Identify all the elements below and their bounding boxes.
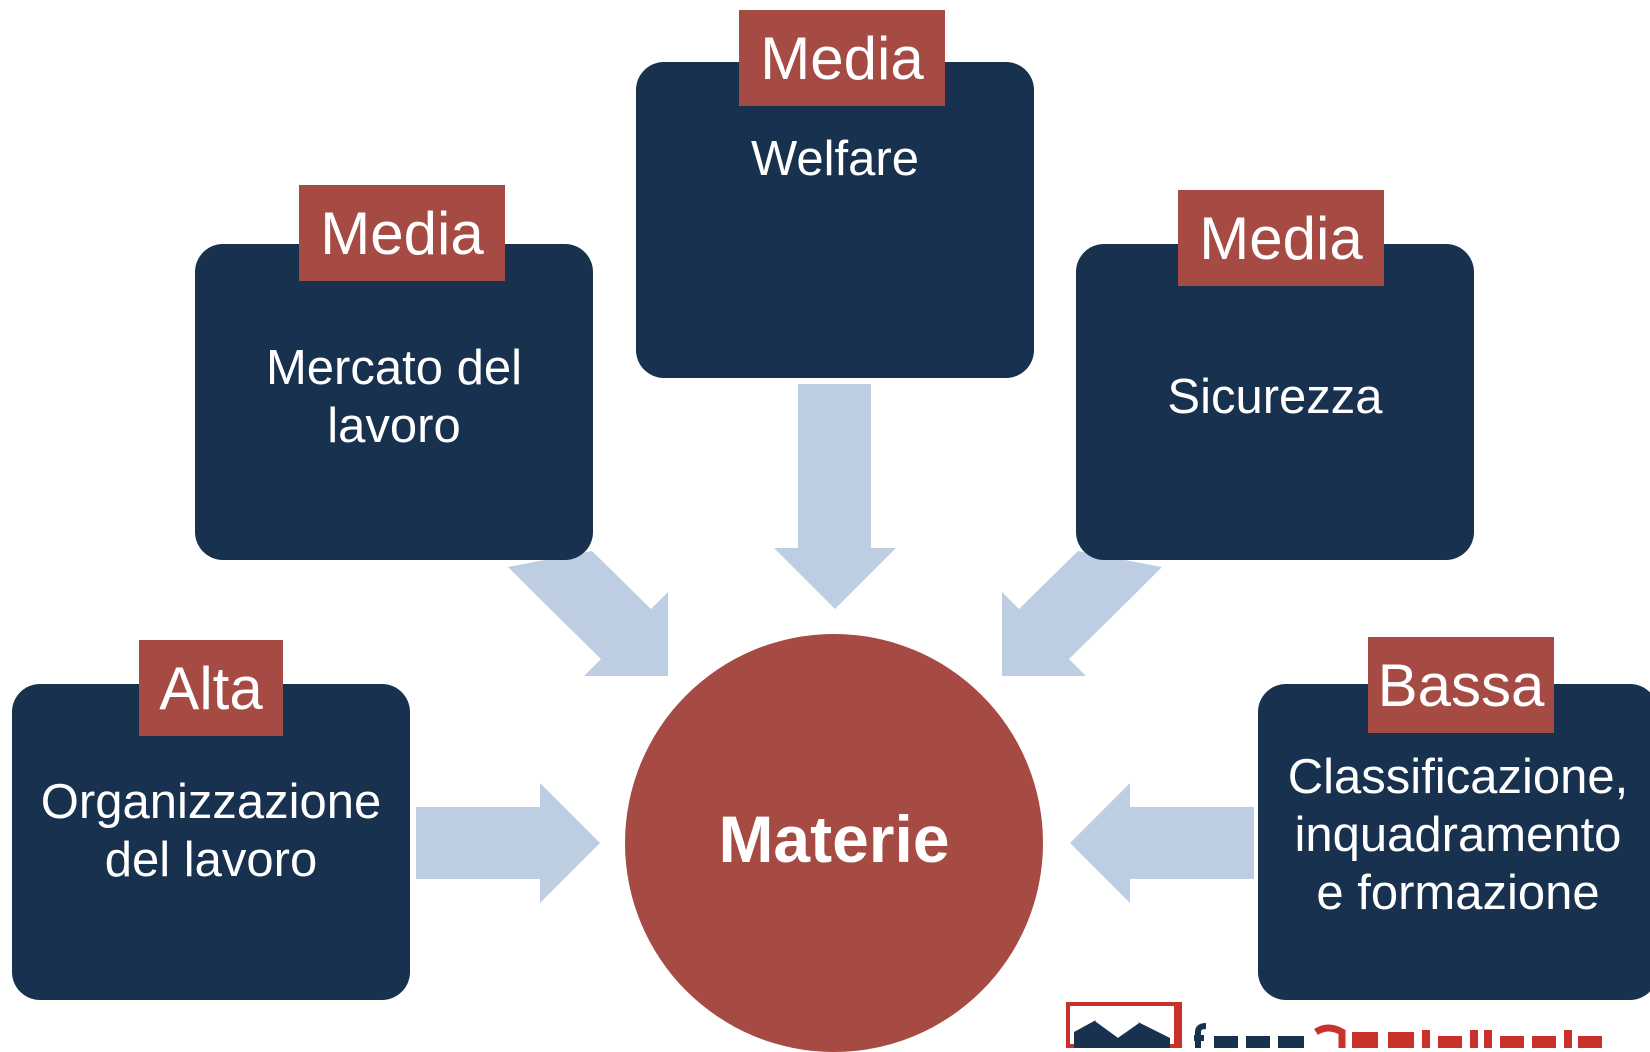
topic-box-organizzazione: Organizzazione del lavoro xyxy=(12,684,410,1000)
topic-label-organizzazione: Organizzazione del lavoro xyxy=(40,775,382,887)
center-label: Materie xyxy=(718,802,950,876)
topic-label-classificazione: Classificazione, inquadramento e formazi… xyxy=(1287,750,1629,920)
topic-label-welfare: Welfare xyxy=(751,132,919,186)
arrow-sicurezza xyxy=(1002,551,1162,676)
priority-tag-sicurezza: Media xyxy=(1178,190,1384,286)
arrow-welfare xyxy=(774,384,896,609)
topic-box-welfare: Welfare xyxy=(636,62,1034,378)
topic-label-mercato: Mercato del lavoro xyxy=(265,341,522,453)
brand-logo xyxy=(1066,1002,1602,1048)
priority-tag-organizzazione: Alta xyxy=(139,640,283,736)
arrow-mercato xyxy=(508,551,668,676)
topic-label-sicurezza: Sicurezza xyxy=(1167,370,1383,424)
priority-tag-mercato: Media xyxy=(299,185,505,281)
topic-box-sicurezza: Sicurezza xyxy=(1076,244,1474,560)
priority-tag-welfare: Media xyxy=(739,10,945,106)
arrow-classificazione xyxy=(1070,783,1254,903)
arrow-organizzazione xyxy=(416,783,600,903)
topic-box-mercato: Mercato del lavoro xyxy=(195,244,593,560)
topic-box-classificazione: Classificazione, inquadramento e formazi… xyxy=(1258,684,1650,1000)
priority-tag-classificazione: Bassa xyxy=(1368,637,1554,733)
center-node-materie: Materie xyxy=(625,634,1043,1052)
